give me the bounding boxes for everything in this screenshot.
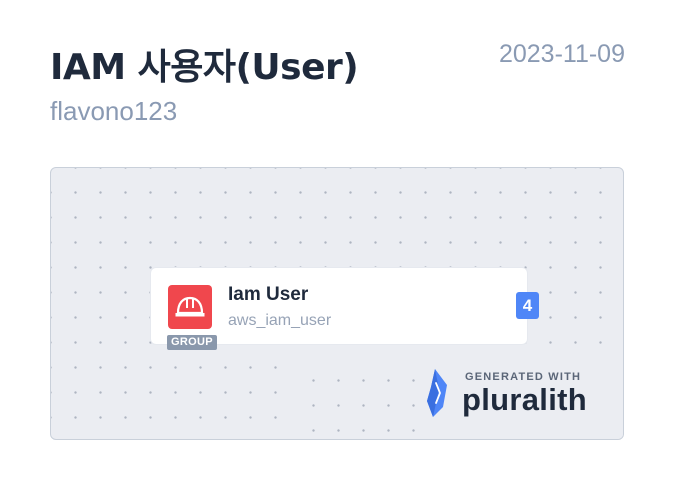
node-type: aws_iam_user xyxy=(228,312,332,329)
watermark-name: pluralith xyxy=(462,382,587,417)
pluralith-logo xyxy=(427,369,447,417)
node-title: Iam User xyxy=(228,284,309,305)
group-box[interactable]: Iam User aws_iam_user 4 GROUP xyxy=(151,268,539,350)
node-icon xyxy=(168,285,212,329)
group-label: GROUP xyxy=(167,335,217,350)
helmet-icon xyxy=(175,296,205,317)
watermark: GENERATED WITH pluralith xyxy=(297,358,623,439)
page-date: 2023-11-09 xyxy=(498,40,625,68)
page-subtitle: flavono123 xyxy=(50,96,178,126)
page-title: IAM 사용자(User) xyxy=(50,47,359,88)
node-count-badge: 4 xyxy=(516,292,539,319)
watermark-caption: GENERATED WITH xyxy=(465,371,582,383)
diagram-canvas: Iam User aws_iam_user 4 GROUP GENERATED … xyxy=(50,167,624,440)
watermark-dots xyxy=(297,358,417,439)
